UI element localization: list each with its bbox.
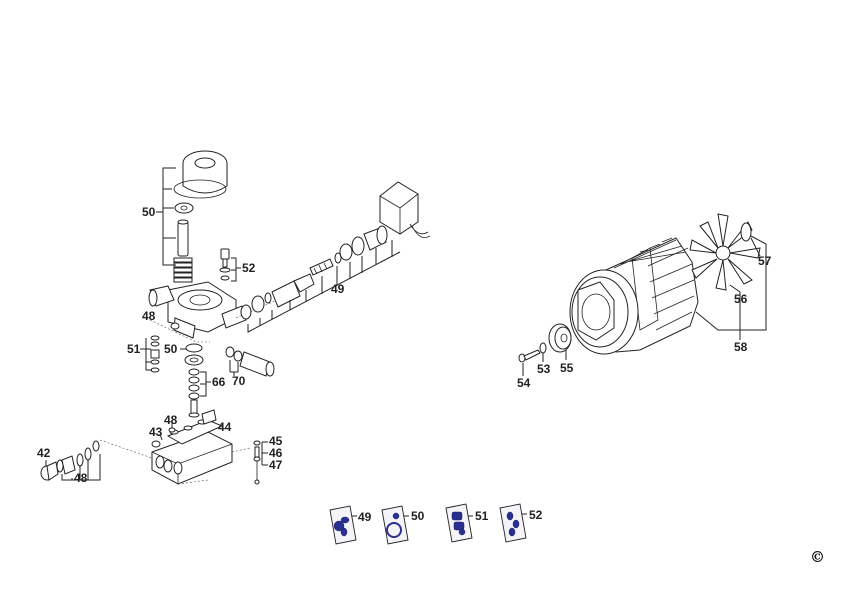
pump-assembly — [40, 150, 431, 485]
repair-kit-50[interactable] — [381, 505, 409, 545]
callout-50-lower: 50 — [164, 342, 178, 356]
callout-66: 66 — [212, 375, 226, 389]
motor-body-part — [569, 237, 699, 355]
seal-kit-50-part — [184, 343, 204, 366]
damper-cover-part — [173, 150, 228, 283]
valve-set-51-part — [150, 335, 160, 373]
repair-kit-52[interactable] — [499, 503, 527, 543]
callout-44: 44 — [218, 420, 232, 434]
callout-58: 58 — [734, 340, 748, 354]
callout-45: 45 — [269, 434, 283, 448]
callout-50-top: 50 — [142, 205, 156, 219]
callout-49: 49 — [331, 282, 345, 296]
callout-52: 52 — [242, 261, 256, 275]
callout-51: 51 — [127, 342, 141, 356]
callout-56: 56 — [734, 292, 748, 306]
callout-53: 53 — [537, 362, 551, 376]
crankcase-part — [151, 409, 233, 485]
callout-57: 57 — [758, 254, 772, 268]
pump-housing-part — [148, 281, 247, 339]
fittings-45-47-part — [253, 440, 261, 485]
callout-70: 70 — [232, 374, 246, 388]
kit-label-51: 51 — [475, 509, 489, 523]
cooling-fan-56-part — [689, 213, 761, 291]
unloader-valve-part — [240, 181, 431, 320]
callout-43: 43 — [149, 425, 163, 439]
kit-label-49: 49 — [358, 510, 372, 524]
repair-kit-51[interactable] — [445, 503, 473, 543]
callout-54: 54 — [517, 376, 531, 390]
callout-48-crankcase: 48 — [164, 413, 178, 427]
kit-label-52: 52 — [529, 508, 543, 522]
outlet-fitting-70-part — [225, 346, 275, 377]
bolt-54-part — [518, 349, 541, 363]
callout-48-housing: 48 — [142, 309, 156, 323]
eccentric-55-part — [548, 323, 572, 353]
callout-48-inlet: 48 — [74, 471, 88, 485]
callout-47: 47 — [269, 458, 283, 472]
inlet-plug-42-part — [40, 440, 100, 481]
copyright-mark: © — [810, 548, 825, 566]
repair-kit-49[interactable] — [329, 505, 357, 545]
callout-42: 42 — [37, 446, 51, 460]
callout-46: 46 — [269, 446, 283, 460]
kit-label-50: 50 — [411, 509, 425, 523]
piston-stack-66-part — [188, 368, 200, 418]
callout-55: 55 — [560, 361, 574, 375]
motor-assembly — [518, 213, 767, 376]
valve-52-part — [219, 248, 231, 281]
